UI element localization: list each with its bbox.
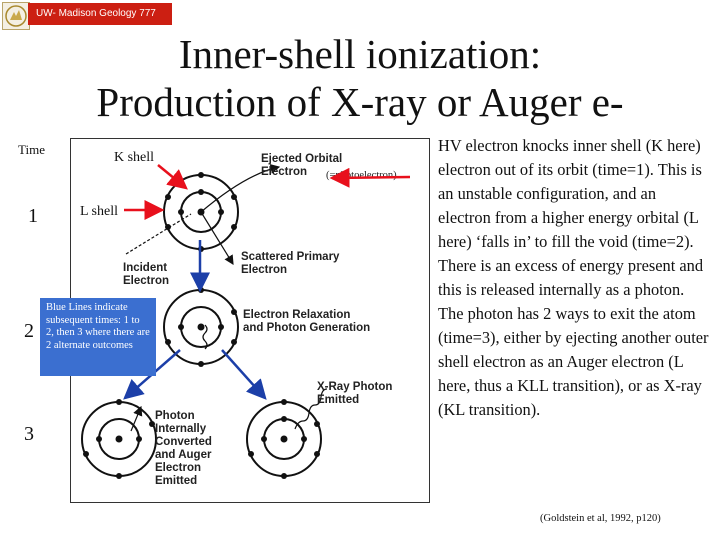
auger-label-1: Photon [155,410,195,422]
time-step-1: 1 [28,205,38,227]
atom-step-3-auger [81,399,157,479]
ejected-orbital-label-2: Electron [261,166,308,178]
time-step-3: 3 [24,423,34,445]
k-shell-label: K shell [114,150,155,165]
incident-electron-label-1: Incident [123,262,168,274]
scattered-electron-label-2: Electron [241,264,288,276]
photoelectron-arrow [329,167,411,188]
scattered-electron-label-1: Scattered Primary [241,251,340,263]
citation: (Goldstein et al, 1992, p120) [540,513,661,524]
course-tag: UW- Madison Geology 777 [28,3,172,25]
title-line-1: Inner-shell ionization: [178,31,542,77]
blue-arrow-2-to-3b [221,349,267,400]
page-title: Inner-shell ionization: Production of X-… [0,30,720,126]
k-shell-arrow [157,164,188,190]
xray-photon-label-2: Emitted [317,394,360,406]
atom-step-3-xray [246,399,322,479]
university-logo [2,2,30,30]
photoelectron-label: (=photoelectron) [326,170,397,181]
relaxation-label-2: and Photon Generation [243,322,371,334]
blue-lines-note: Blue Lines indicate subsequent times: 1 … [40,298,156,376]
description-text: HV electron knocks inner shell (K here) … [438,136,709,419]
auger-label-5: Electron [155,462,202,474]
l-shell-label: L shell [80,204,118,219]
relaxation-label-1: Electron Relaxation [243,309,351,321]
title-line-2: Production of X-ray or Auger e- [96,79,624,125]
incident-electron-label-2: Electron [123,275,170,287]
time-label: Time [18,142,45,157]
auger-label-6: Emitted [155,475,198,487]
auger-label-3: Converted [155,436,212,448]
auger-label-4: and Auger [155,449,212,461]
auger-label-2: Internally [155,423,207,435]
ejected-orbital-label-1: Ejected Orbital [261,153,343,165]
xray-photon-label-1: X-Ray Photon [317,381,393,393]
time-step-2: 2 [24,320,34,342]
